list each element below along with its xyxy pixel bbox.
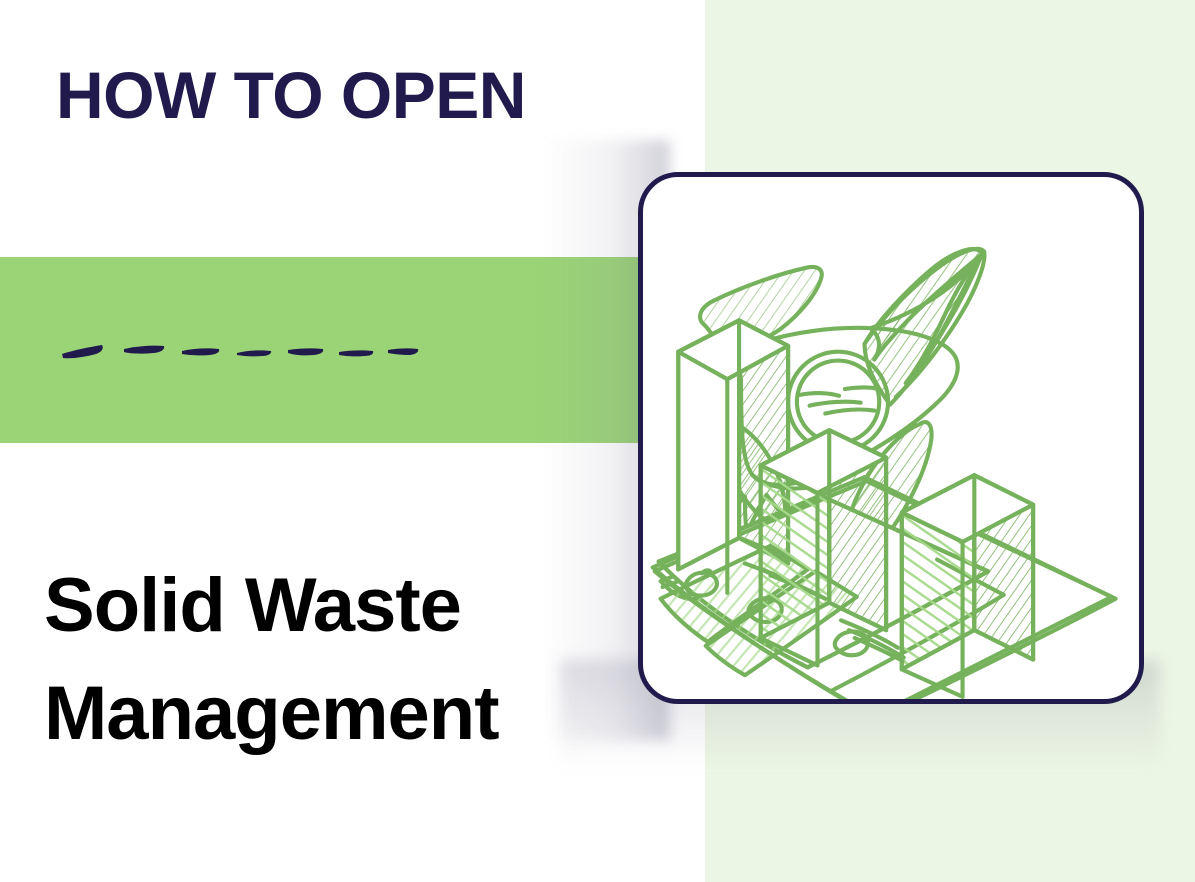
bar-1 [676, 318, 791, 595]
bar-2 [758, 428, 889, 668]
illustration-card [638, 172, 1144, 704]
page-subtitle: Solid Waste Management [44, 552, 624, 768]
dashed-arrow-icon [52, 322, 422, 378]
subtitle-line-2: Management [44, 670, 500, 756]
bar-3 [899, 473, 1036, 699]
page-title: HOW TO OPEN [56, 58, 526, 132]
subtitle-line-1: Solid Waste [44, 563, 462, 648]
rocket-and-growth-chart-illustration [650, 246, 1118, 699]
